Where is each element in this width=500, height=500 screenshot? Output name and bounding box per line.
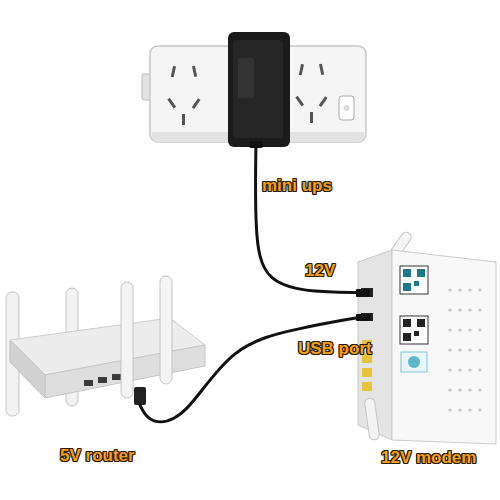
ups-adapter-part	[238, 58, 254, 98]
power-strip-part	[339, 96, 354, 120]
modem-illustration-part-part	[478, 388, 481, 391]
power-strip-part	[192, 66, 197, 77]
power-strip-part	[192, 98, 201, 109]
modem-illustration-part-part	[468, 348, 471, 351]
modem-illustration-part	[403, 269, 411, 277]
modem-illustration-part-part	[478, 368, 481, 371]
cable	[140, 318, 356, 422]
modem-illustration-part	[417, 319, 425, 327]
modem-illustration-part-part	[448, 288, 451, 291]
modem-illustration-part-part	[478, 348, 481, 351]
router-illustration-part	[98, 377, 107, 383]
ups-adapter	[228, 32, 290, 148]
modem-illustration-part-part	[468, 408, 471, 411]
modem-illustration-part	[401, 352, 427, 372]
modem-illustration-part	[392, 250, 496, 444]
power-strip-part	[319, 96, 328, 107]
router-illustration-part	[121, 282, 133, 398]
modem-illustration-part	[356, 314, 370, 321]
modem-illustration-part	[403, 319, 411, 327]
modem-illustration-part-part	[478, 288, 481, 291]
power-strip-part	[310, 112, 313, 123]
modem-illustration-part	[403, 283, 411, 291]
modem-illustration-part-part	[478, 328, 481, 331]
power-strip-part	[344, 105, 350, 111]
modem-illustration-part-part	[458, 348, 461, 351]
modem-illustration-part	[400, 316, 428, 344]
ups-adapter-part	[233, 40, 283, 138]
modem-illustration-part-part	[468, 308, 471, 311]
modem-illustration-part-part	[468, 288, 471, 291]
modem-illustration-part-part	[448, 308, 451, 311]
modem-illustration-part-part	[448, 368, 451, 371]
port-label: 12V	[305, 261, 335, 281]
router-illustration-part	[160, 276, 172, 384]
cable-label-holder: 12V	[305, 261, 335, 281]
router-illustration-part	[134, 387, 146, 405]
power-strip-part	[319, 64, 324, 75]
port-label: USB port	[298, 339, 372, 359]
device-node: mini ups	[228, 32, 290, 147]
modem-illustration-part-part	[478, 308, 481, 311]
cable-label-holder: USB port	[298, 339, 372, 359]
modem-illustration-part	[362, 368, 372, 377]
device-label: 5V router	[60, 446, 135, 466]
router-illustration-part	[84, 380, 93, 386]
modem-illustration-part	[364, 398, 380, 441]
device-node: 5V router	[4, 272, 210, 405]
power-strip-part	[299, 64, 304, 75]
device-label: mini ups	[262, 176, 332, 196]
router-illustration-part	[10, 340, 45, 398]
cable	[256, 147, 356, 293]
power-strip-part	[167, 98, 176, 109]
modem-illustration-part-part	[458, 288, 461, 291]
device-label: 12V modem	[381, 448, 476, 468]
modem-illustration	[356, 230, 496, 444]
modem-illustration-part-part	[468, 368, 471, 371]
modem-illustration-part	[417, 269, 425, 277]
router-illustration	[6, 276, 205, 416]
ups-adapter-part	[228, 32, 290, 147]
modem-illustration-part-part	[458, 328, 461, 331]
modem-illustration-part-part	[458, 368, 461, 371]
modem-illustration-part-part	[458, 408, 461, 411]
modem-illustration-part	[356, 289, 370, 297]
modem-illustration-part-part	[468, 388, 471, 391]
modem-illustration-part	[414, 281, 419, 286]
power-strip-part	[295, 96, 304, 107]
power-strip-part	[171, 66, 176, 77]
modem-illustration-part	[400, 266, 428, 294]
modem-illustration-part	[408, 356, 420, 368]
power-strip-part	[182, 114, 185, 125]
modem-illustration-part-part	[448, 348, 451, 351]
modem-illustration-part-part	[468, 328, 471, 331]
modem-illustration-part-part	[448, 408, 451, 411]
router-illustration-part	[112, 374, 121, 380]
modem-illustration-part-part	[448, 328, 451, 331]
modem-illustration-part-part	[448, 388, 451, 391]
modem-illustration-part	[414, 331, 419, 336]
modem-illustration-part	[403, 333, 411, 341]
device-node: 12V modem	[356, 238, 498, 444]
modem-illustration-part-part	[458, 388, 461, 391]
modem-illustration-part-part	[478, 408, 481, 411]
modem-illustration-part-part	[458, 308, 461, 311]
modem-illustration-part	[448, 288, 481, 411]
modem-illustration-part	[362, 382, 372, 391]
